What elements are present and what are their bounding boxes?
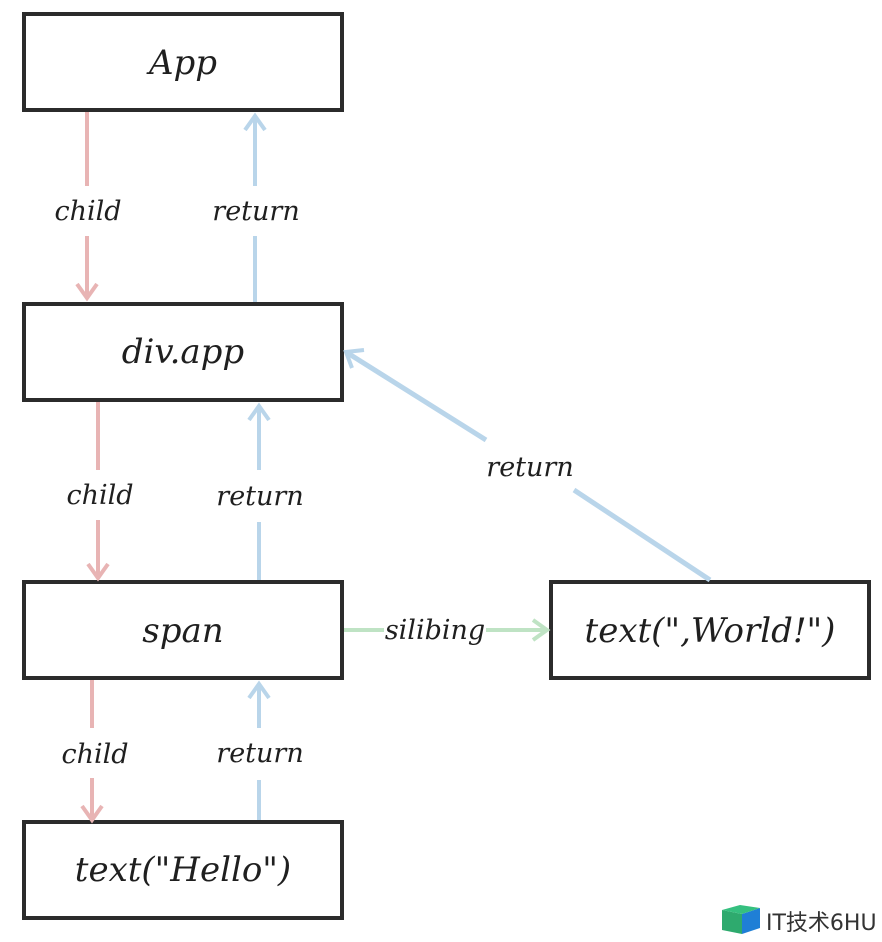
node-app-label: App [146,43,217,83]
edge-sibling-label: silibing [385,615,485,646]
edge-span-return: return [216,402,304,580]
edge-world-return-label: return [486,452,573,483]
node-span-label: span [142,611,223,651]
edge-world-return: return [343,348,712,583]
edge-span-child: child [61,680,129,824]
edge-div-return-label: return [212,196,299,227]
book-logo-icon [722,905,760,934]
node-text-world-label: text(",World!") [585,611,836,651]
node-span: span [22,580,344,680]
watermark: IT技术6HU [722,905,877,936]
node-app: App [22,12,344,112]
edge-span-return-label: return [216,481,303,512]
edge-sibling: silibing [344,615,551,646]
edge-span-child-label: child [61,739,128,770]
edge-div-child: child [66,402,134,582]
edge-hello-return: return [216,680,304,820]
node-text-hello-label: text("Hello") [75,850,291,890]
node-div-app: div.app [22,302,344,402]
edge-div-child-label: child [66,480,133,511]
node-div-app-label: div.app [122,332,244,372]
node-text-hello: text("Hello") [22,820,344,920]
edge-app-child-label: child [54,196,121,227]
node-text-world: text(",World!") [549,580,871,680]
watermark-text: IT技术6HU [766,911,877,936]
edge-hello-return-label: return [216,738,303,769]
edge-app-child: child [54,112,122,302]
edge-div-return: return [212,112,300,302]
